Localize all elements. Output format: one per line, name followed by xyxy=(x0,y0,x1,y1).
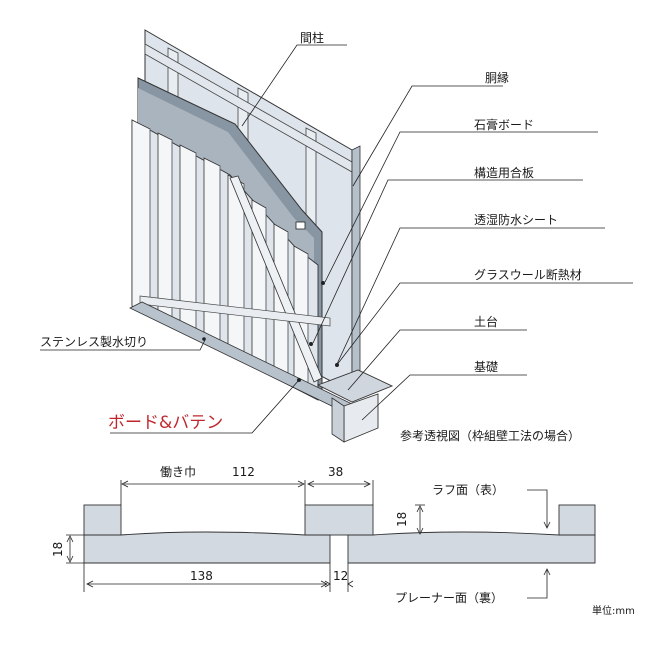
board-left xyxy=(83,531,331,564)
caption: 参考透視図（枠組壁工法の場合） xyxy=(400,428,580,443)
label-glasswool: グラスウール断熱材 xyxy=(474,267,582,282)
dim-board-width: 138 xyxy=(190,569,213,583)
label-dobuchi: 胴縁 xyxy=(485,70,509,85)
leader-lines xyxy=(40,44,633,434)
label-toshitsu-sheet: 透湿防水シート xyxy=(474,212,558,227)
label-board-batten: ボード&バテン xyxy=(108,413,223,433)
dim-gap: 12 xyxy=(333,569,348,583)
foundation xyxy=(343,393,379,443)
cross-section xyxy=(83,504,596,564)
dim-width-label: 働き巾 xyxy=(160,465,196,479)
perspective-wall xyxy=(129,29,394,443)
dim-board-height: 18 xyxy=(51,542,65,557)
label-kiso: 基礎 xyxy=(474,360,498,374)
label-kozo-gohan: 構造用合板 xyxy=(474,165,534,180)
label-dodai: 土台 xyxy=(474,314,498,329)
batten-left xyxy=(83,504,122,536)
label-mizukiri: ステンレス製水切り xyxy=(40,335,148,349)
dim-batten-width: 38 xyxy=(328,465,343,479)
sill xyxy=(316,369,394,403)
unit-label: 単位:mm xyxy=(592,604,635,617)
batten-right xyxy=(558,504,596,536)
label-rough-face: ラフ面（表） xyxy=(432,483,504,497)
label-planer-face: プレーナー面（裏） xyxy=(395,590,503,605)
board-right xyxy=(347,531,596,564)
label-mabashira: 間柱 xyxy=(300,30,324,45)
batten-center xyxy=(304,504,374,536)
dimension-lines xyxy=(66,480,551,599)
dim-batten-height: 18 xyxy=(395,512,409,527)
dim-width-value: 112 xyxy=(232,465,255,479)
label-sekko-board: 石膏ボード xyxy=(474,117,534,132)
